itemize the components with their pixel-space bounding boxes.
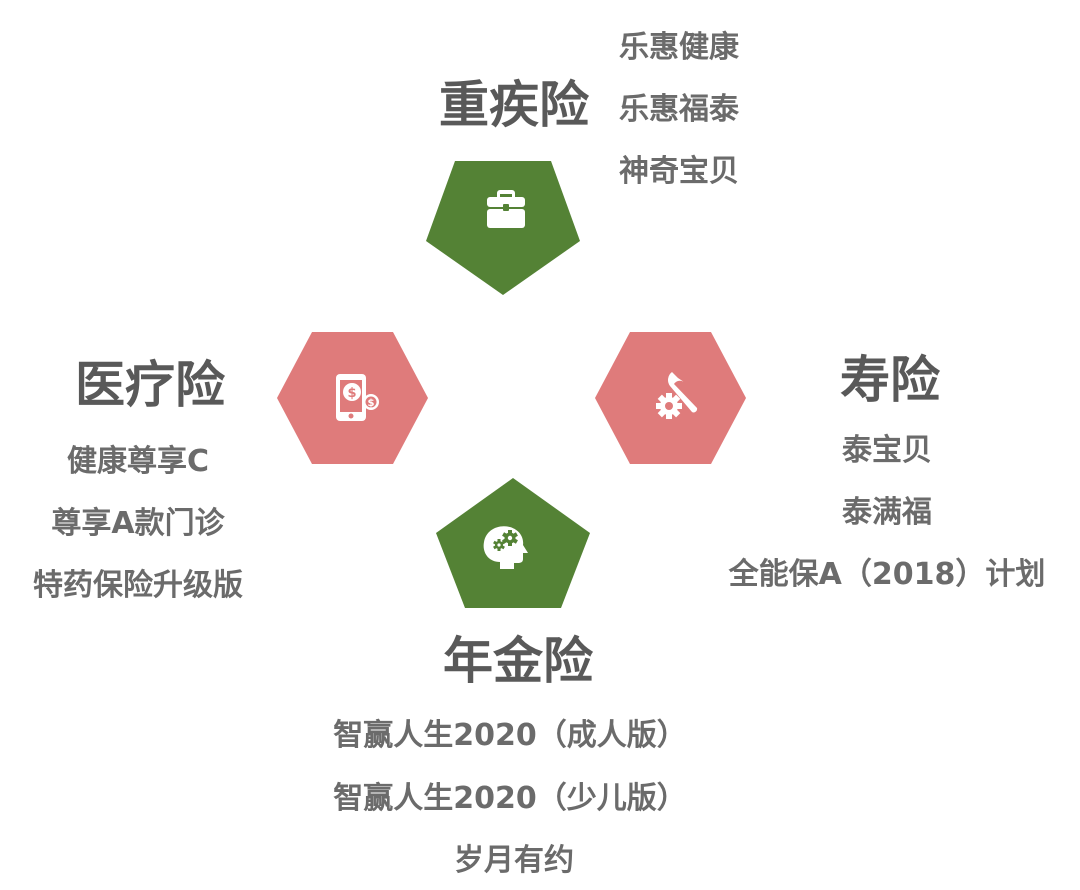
life-title: 寿险 — [840, 351, 941, 409]
critical-illness-item: 神奇宝贝 — [619, 154, 739, 189]
life-item: 全能保A（2018）计划 — [728, 557, 1046, 592]
svg-text:$: $ — [368, 398, 375, 409]
medical-title: 医疗险 — [75, 356, 226, 414]
life-item: 泰满福 — [842, 495, 932, 530]
svg-text:$: $ — [347, 386, 356, 401]
medical-item: 特药保险升级版 — [33, 568, 243, 603]
critical-illness-item: 乐惠健康 — [619, 30, 740, 65]
medical-item: 尊享A款门诊 — [51, 506, 225, 541]
annuity-item: 智赢人生2020（成人版） — [333, 718, 687, 753]
annuity-item: 岁月有约 — [454, 843, 574, 878]
annuity-title: 年金险 — [443, 632, 594, 690]
head-gears-icon — [483, 526, 528, 569]
briefcase-icon — [487, 190, 525, 228]
critical-illness-item: 乐惠福泰 — [619, 92, 740, 127]
life-item: 泰宝贝 — [842, 433, 932, 468]
medical-item: 健康尊享C — [67, 444, 209, 479]
critical-illness-title: 重疾险 — [439, 76, 590, 134]
annuity-item: 智赢人生2020（少儿版） — [333, 781, 687, 816]
phone-payment-icon: $ $ — [336, 374, 379, 421]
wrench-gear-icon — [656, 372, 698, 419]
